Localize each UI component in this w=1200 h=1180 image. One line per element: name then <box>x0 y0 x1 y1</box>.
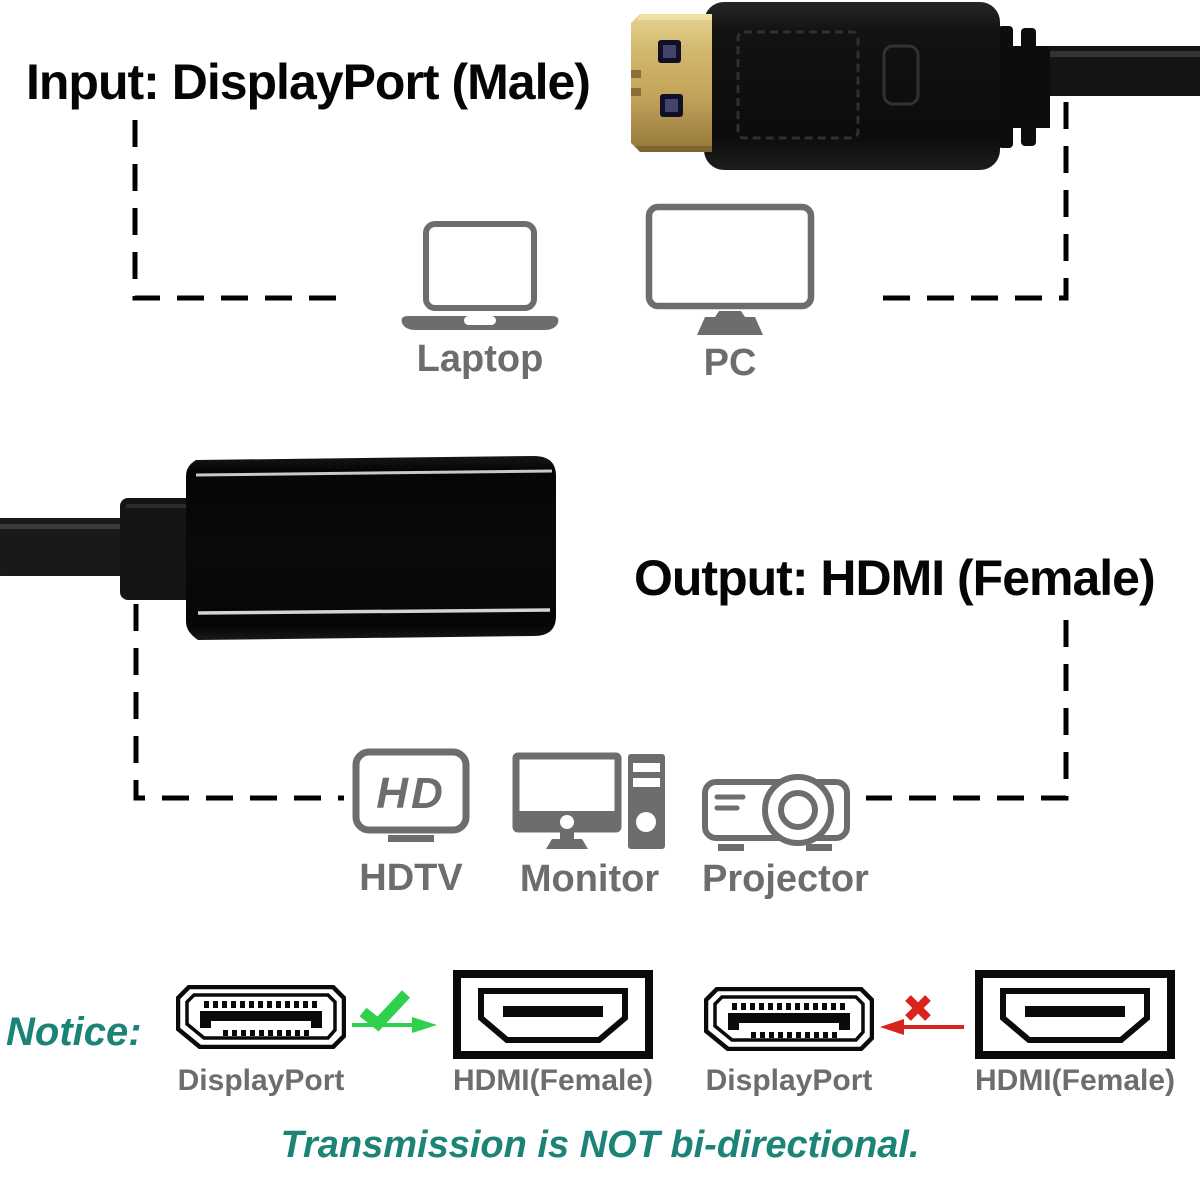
adapter-cable-highlight <box>0 524 132 529</box>
connector-housing <box>704 2 1000 170</box>
plug-holes <box>658 40 683 117</box>
gold-plug-top-shine <box>638 14 712 20</box>
output-title: Output: HDMI (Female) <box>634 550 1156 606</box>
hdmi-female-label-1: HDMI(Female) <box>452 1064 654 1097</box>
displayport-label-2: DisplayPort <box>705 1064 873 1097</box>
housing-top-highlight <box>195 469 553 477</box>
displayport-male-connector-photo <box>631 2 1200 170</box>
housing-stitch-patch <box>736 30 860 140</box>
gold-plug <box>631 14 712 152</box>
dash-adapter-to-hdtv <box>133 604 344 801</box>
laptop-icon <box>401 221 559 330</box>
output-device-projector: Projector <box>702 760 869 900</box>
adapter-strain-relief <box>120 498 194 600</box>
hdmi-port-icon <box>975 970 1175 1059</box>
output-device-hdtv: HD HDTV <box>352 748 470 897</box>
housing-bottom-highlight <box>197 608 551 615</box>
allowed-direction-arrow <box>352 990 437 1033</box>
plug-latch-notch <box>631 70 641 96</box>
x-icon <box>905 995 931 1021</box>
displayport-port-icon <box>704 987 874 1051</box>
projector-label: Projector <box>702 858 869 900</box>
source-device-laptop: Laptop <box>398 220 562 378</box>
transmission-note: Transmission is NOT bi-directional. <box>280 1124 920 1166</box>
output-device-monitor: Monitor <box>512 752 667 898</box>
hdmi-female-label-2: HDMI(Female) <box>974 1064 1176 1097</box>
arrow-head-right <box>412 1017 437 1033</box>
pc-icon <box>645 203 815 335</box>
hdmi-female-adapter-photo <box>0 456 556 640</box>
gold-plug-bottom-shade <box>636 146 712 152</box>
notice-label: Notice: <box>6 1010 142 1054</box>
source-device-pc: PC <box>645 203 815 382</box>
hd-badge-text: HD <box>376 769 446 818</box>
displayport-port-icon <box>176 985 346 1049</box>
dash-output-to-projector <box>866 620 1069 801</box>
input-title: Input: DisplayPort (Male) <box>26 54 591 110</box>
adapter-cable <box>0 518 136 576</box>
cable-highlight <box>1020 51 1200 57</box>
pc-label: PC <box>703 342 757 384</box>
adapter-housing <box>186 456 556 640</box>
arrow-head-left <box>880 1019 904 1035</box>
cable <box>1020 46 1200 96</box>
monitor-label: Monitor <box>519 858 660 900</box>
hdmi-port-icon <box>453 970 653 1059</box>
dash-input-to-laptop <box>132 120 340 301</box>
strain-relief-shine <box>126 504 188 508</box>
blocked-direction-arrow <box>880 995 964 1035</box>
displayport-label-1: DisplayPort <box>177 1064 345 1097</box>
hdtv-label: HDTV <box>359 857 463 899</box>
housing-button <box>882 44 920 106</box>
laptop-label: Laptop <box>416 338 544 380</box>
check-icon <box>359 990 411 1032</box>
monitor-icon <box>512 752 665 849</box>
projector-icon <box>702 774 850 851</box>
hdtv-icon: HD <box>352 748 470 842</box>
dash-connector-to-pc <box>868 102 1069 301</box>
